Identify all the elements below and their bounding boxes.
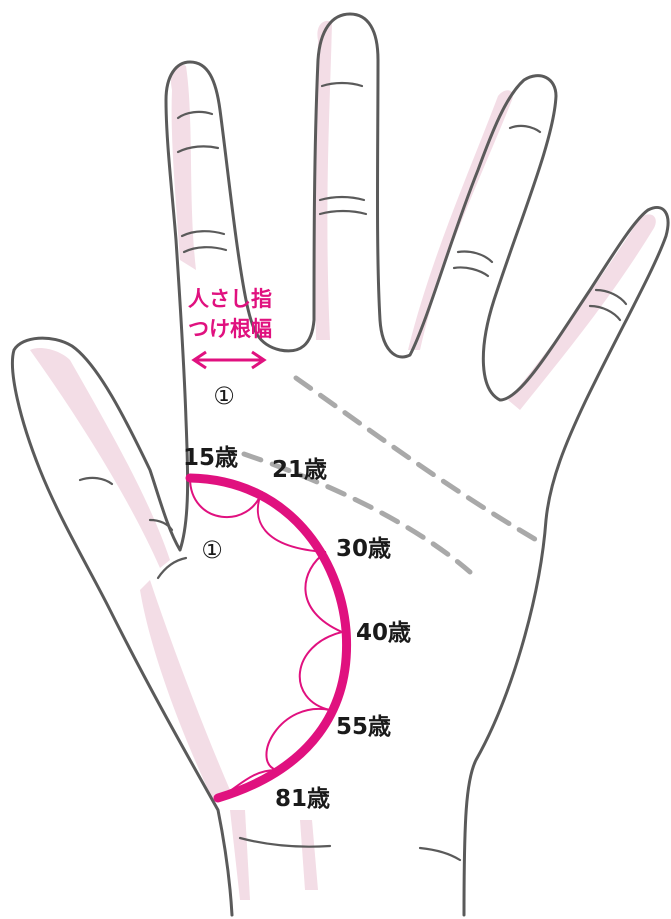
hand-shading [30, 20, 656, 900]
finger-creases [78, 81, 628, 862]
width-arrow-right-head [251, 350, 267, 370]
caption-line2: つけ根幅 [188, 317, 272, 341]
palm-lines [241, 375, 548, 575]
age-label-15: 15歳 [183, 445, 238, 471]
age-label-81: 81歳 [275, 786, 330, 812]
life-line [185, 473, 352, 803]
age-label-40: 40歳 [356, 620, 411, 646]
marker-upper: ① [213, 382, 235, 410]
age-labels: 15歳 21歳 30歳 40歳 55歳 81歳 [183, 445, 411, 812]
age-loops [189, 477, 343, 799]
heart-line [293, 375, 548, 548]
caption-line1: 人さし指 [188, 287, 272, 311]
marker-lower: ① [201, 536, 223, 564]
head-line [241, 451, 473, 575]
index-finger-width-caption: 人さし指 つけ根幅 [188, 287, 272, 370]
age-label-21: 21歳 [272, 457, 327, 483]
life-line-group [185, 473, 352, 803]
hand-outline [10, 12, 670, 917]
age-label-30: 30歳 [336, 536, 391, 562]
age-label-55: 55歳 [336, 714, 391, 740]
width-arrow-left-head [191, 350, 207, 370]
